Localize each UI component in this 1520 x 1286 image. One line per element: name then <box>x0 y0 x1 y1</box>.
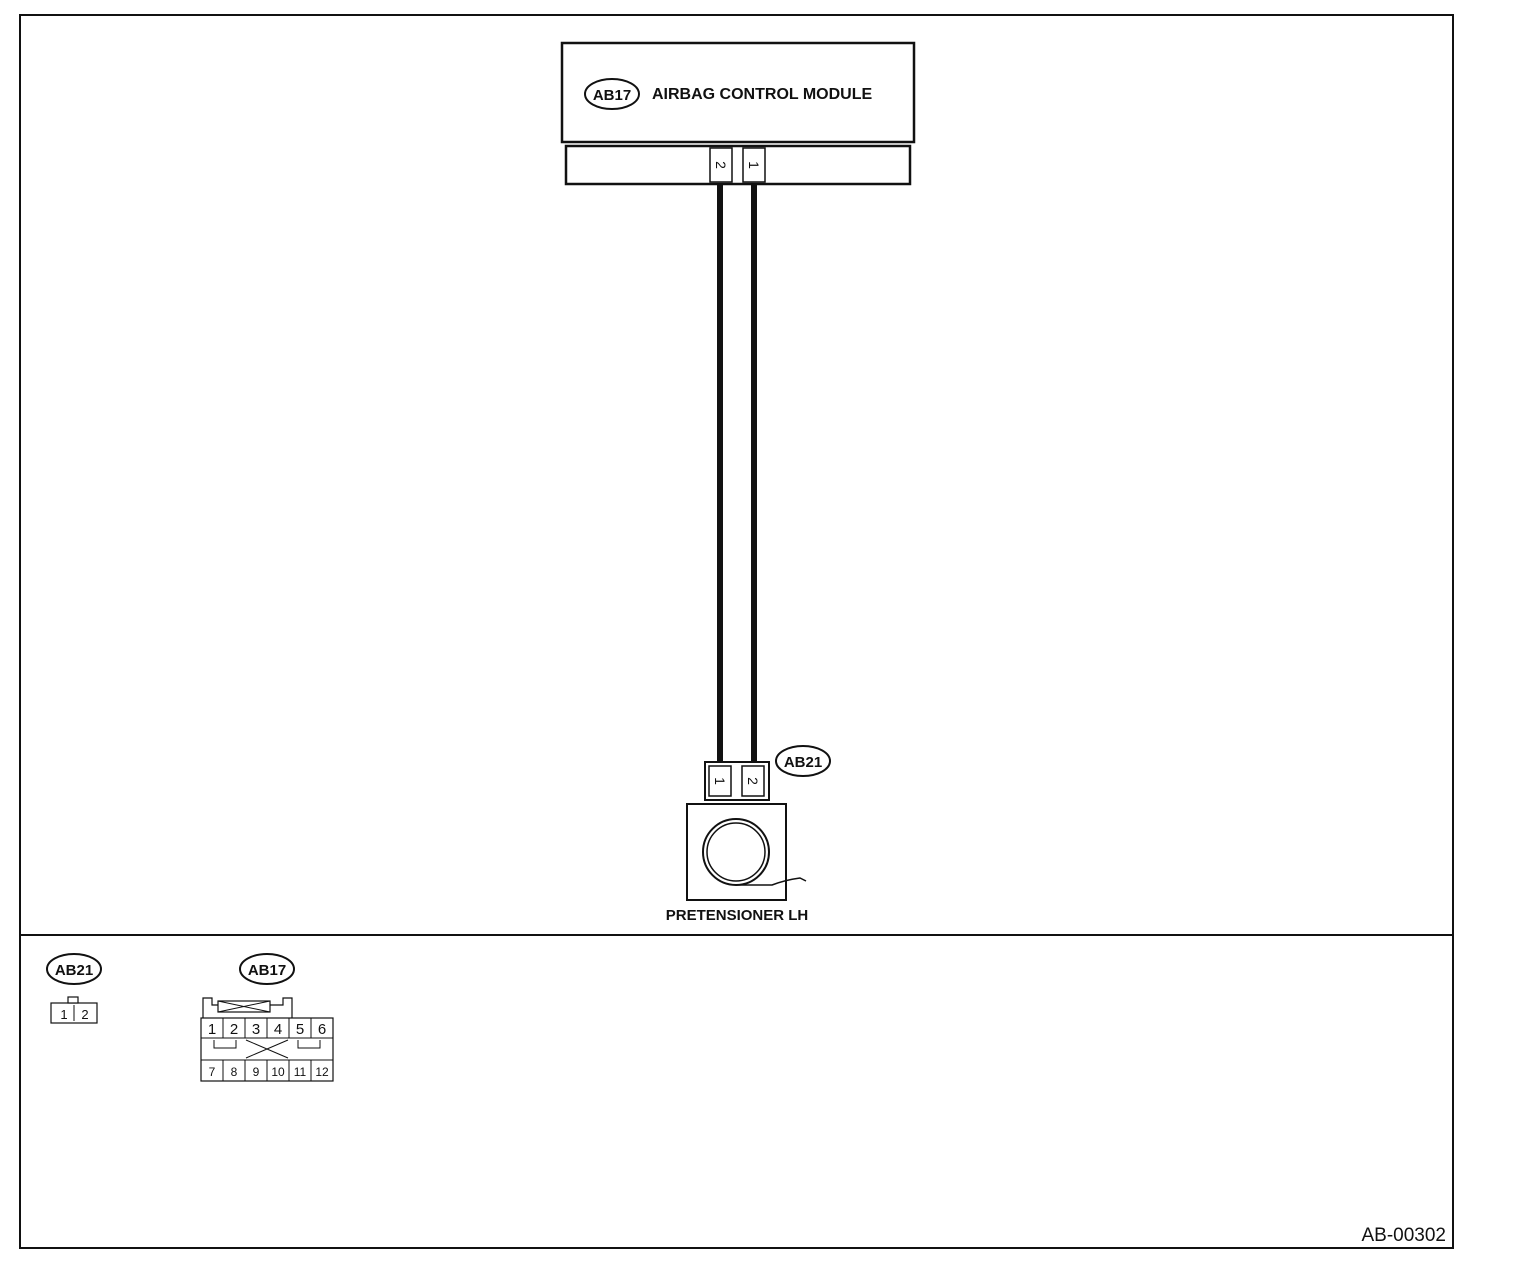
module-connector-strip <box>564 144 912 186</box>
legend-ab17-pin: 11 <box>294 1065 307 1079</box>
legend-ab17-id: AB17 <box>248 962 286 979</box>
pretensioner-pin-cell <box>708 765 732 797</box>
legend-ab21: AB21 1 2 <box>46 953 102 1024</box>
legend-ab17-pin: 1 <box>208 1021 216 1038</box>
legend-ab17-column-lines <box>222 1018 312 1081</box>
legend-ab21-latch <box>67 996 79 1004</box>
legend-ab17-pin: 10 <box>271 1065 285 1079</box>
module-pin-label: 1 <box>746 161 762 169</box>
wire-harness <box>717 184 757 762</box>
pretensioner-name: PRETENSIONER LH <box>666 907 809 924</box>
legend-ab17-pin: 5 <box>296 1021 304 1038</box>
module-pin-cell <box>742 147 766 183</box>
pretensioner-pin-label: 2 <box>745 777 761 785</box>
figure-code: AB-00302 <box>1361 1225 1446 1246</box>
legend-ab17-bottom-row: 7 8 9 10 11 12 <box>209 1065 329 1079</box>
module-pin-cell <box>709 147 733 183</box>
pretensioner-pin-label: 1 <box>712 777 728 785</box>
module-pin-label: 2 <box>713 161 729 169</box>
legend-ab17-pin: 4 <box>274 1021 282 1038</box>
pretensioner-lh: 1 2 AB21 PRETENSIONER LH <box>666 745 831 924</box>
legend-ab17-pin: 9 <box>253 1065 260 1079</box>
legend-ab17-pin: 3 <box>252 1021 260 1038</box>
pretensioner-connector-badge <box>775 745 831 777</box>
pretensioner-spool-inner <box>706 822 766 882</box>
legend-ab17-pin: 6 <box>318 1021 326 1038</box>
legend-ab21-pin: 2 <box>81 1007 88 1022</box>
legend-ab17-pin: 8 <box>231 1065 238 1079</box>
legend-ab17-lock-cross <box>217 1000 271 1013</box>
pretensioner-pin-cell <box>741 765 765 797</box>
legend-ab17-pin: 7 <box>209 1065 216 1079</box>
legend-ab17-pin: 12 <box>315 1065 329 1079</box>
legend-ab17-blank-cross <box>245 1039 289 1059</box>
pretensioner-belt-lead <box>736 877 807 886</box>
module-connector-badge <box>584 78 640 110</box>
legend-ab21-badge <box>46 953 102 985</box>
module-body <box>560 41 916 144</box>
legend-ab17-key-left <box>213 1040 237 1049</box>
diagram-frame <box>19 14 1454 1249</box>
module-connector-id: AB17 <box>593 87 631 104</box>
legend-ab21-id: AB21 <box>55 962 93 979</box>
module-name: AIRBAG CONTROL MODULE <box>652 86 872 103</box>
legend-ab21-pin: 1 <box>60 1007 67 1022</box>
legend-ab17-badge <box>239 953 295 985</box>
pretensioner-connector-id: AB21 <box>784 754 822 771</box>
legend-ab17-pin: 2 <box>230 1021 238 1038</box>
legend-ab17-key-right <box>297 1040 321 1049</box>
airbag-control-module: AB17 AIRBAG CONTROL MODULE 2 1 <box>560 41 916 186</box>
